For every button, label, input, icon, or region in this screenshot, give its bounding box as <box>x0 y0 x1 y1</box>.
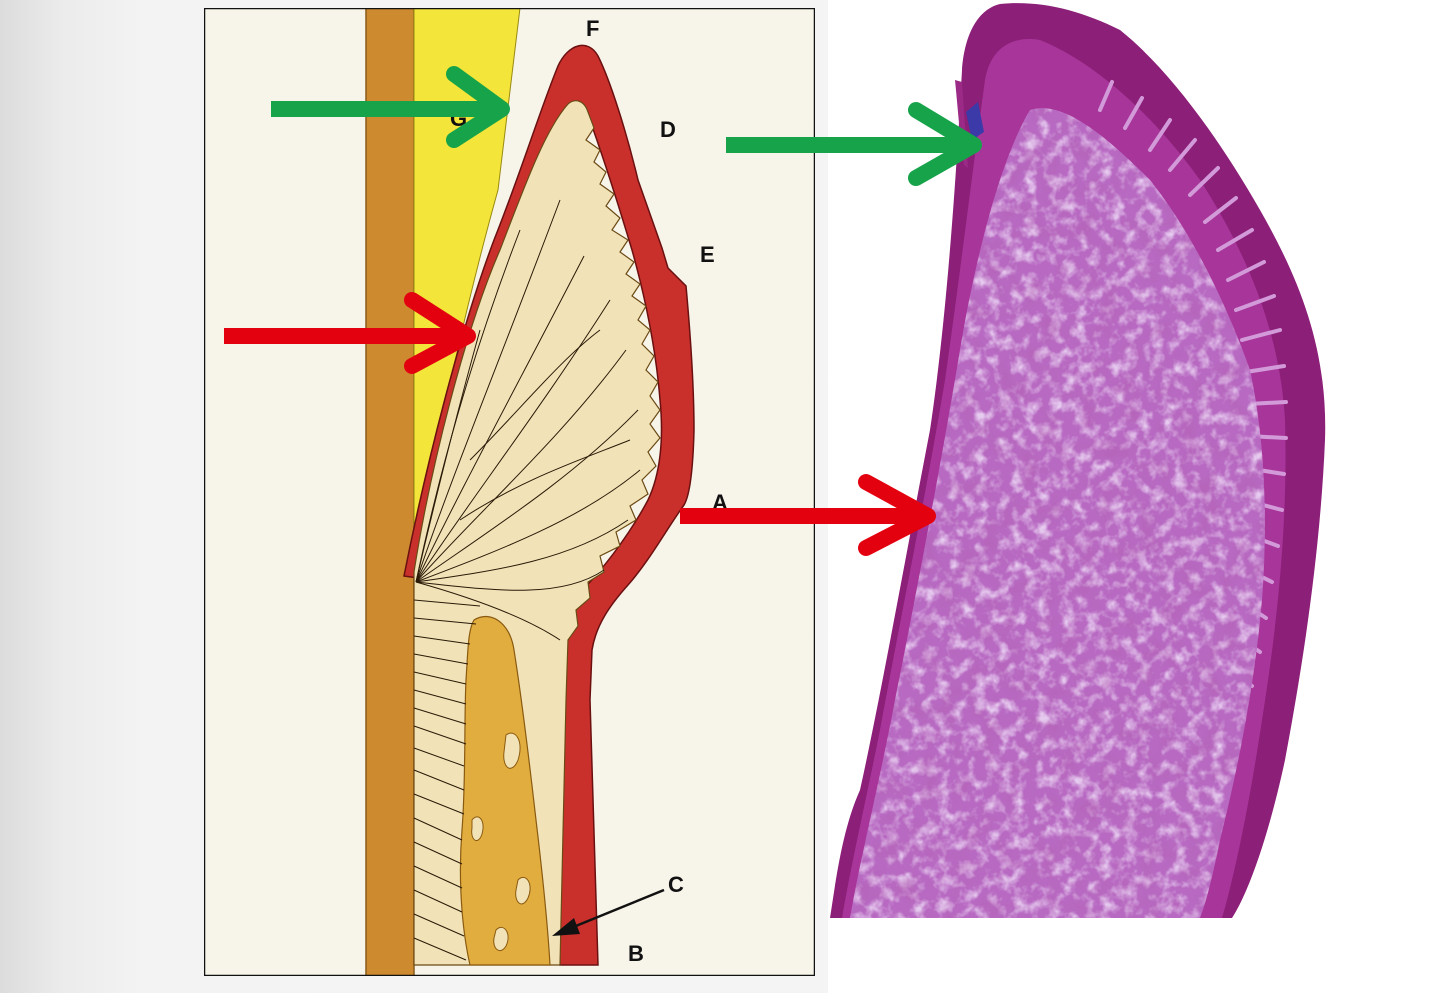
label-e: E <box>700 242 715 267</box>
label-c: C <box>668 872 684 897</box>
label-f: F <box>586 16 599 41</box>
tooth-root-cementum <box>366 8 414 976</box>
label-d: D <box>660 117 676 142</box>
label-b: B <box>628 941 644 966</box>
